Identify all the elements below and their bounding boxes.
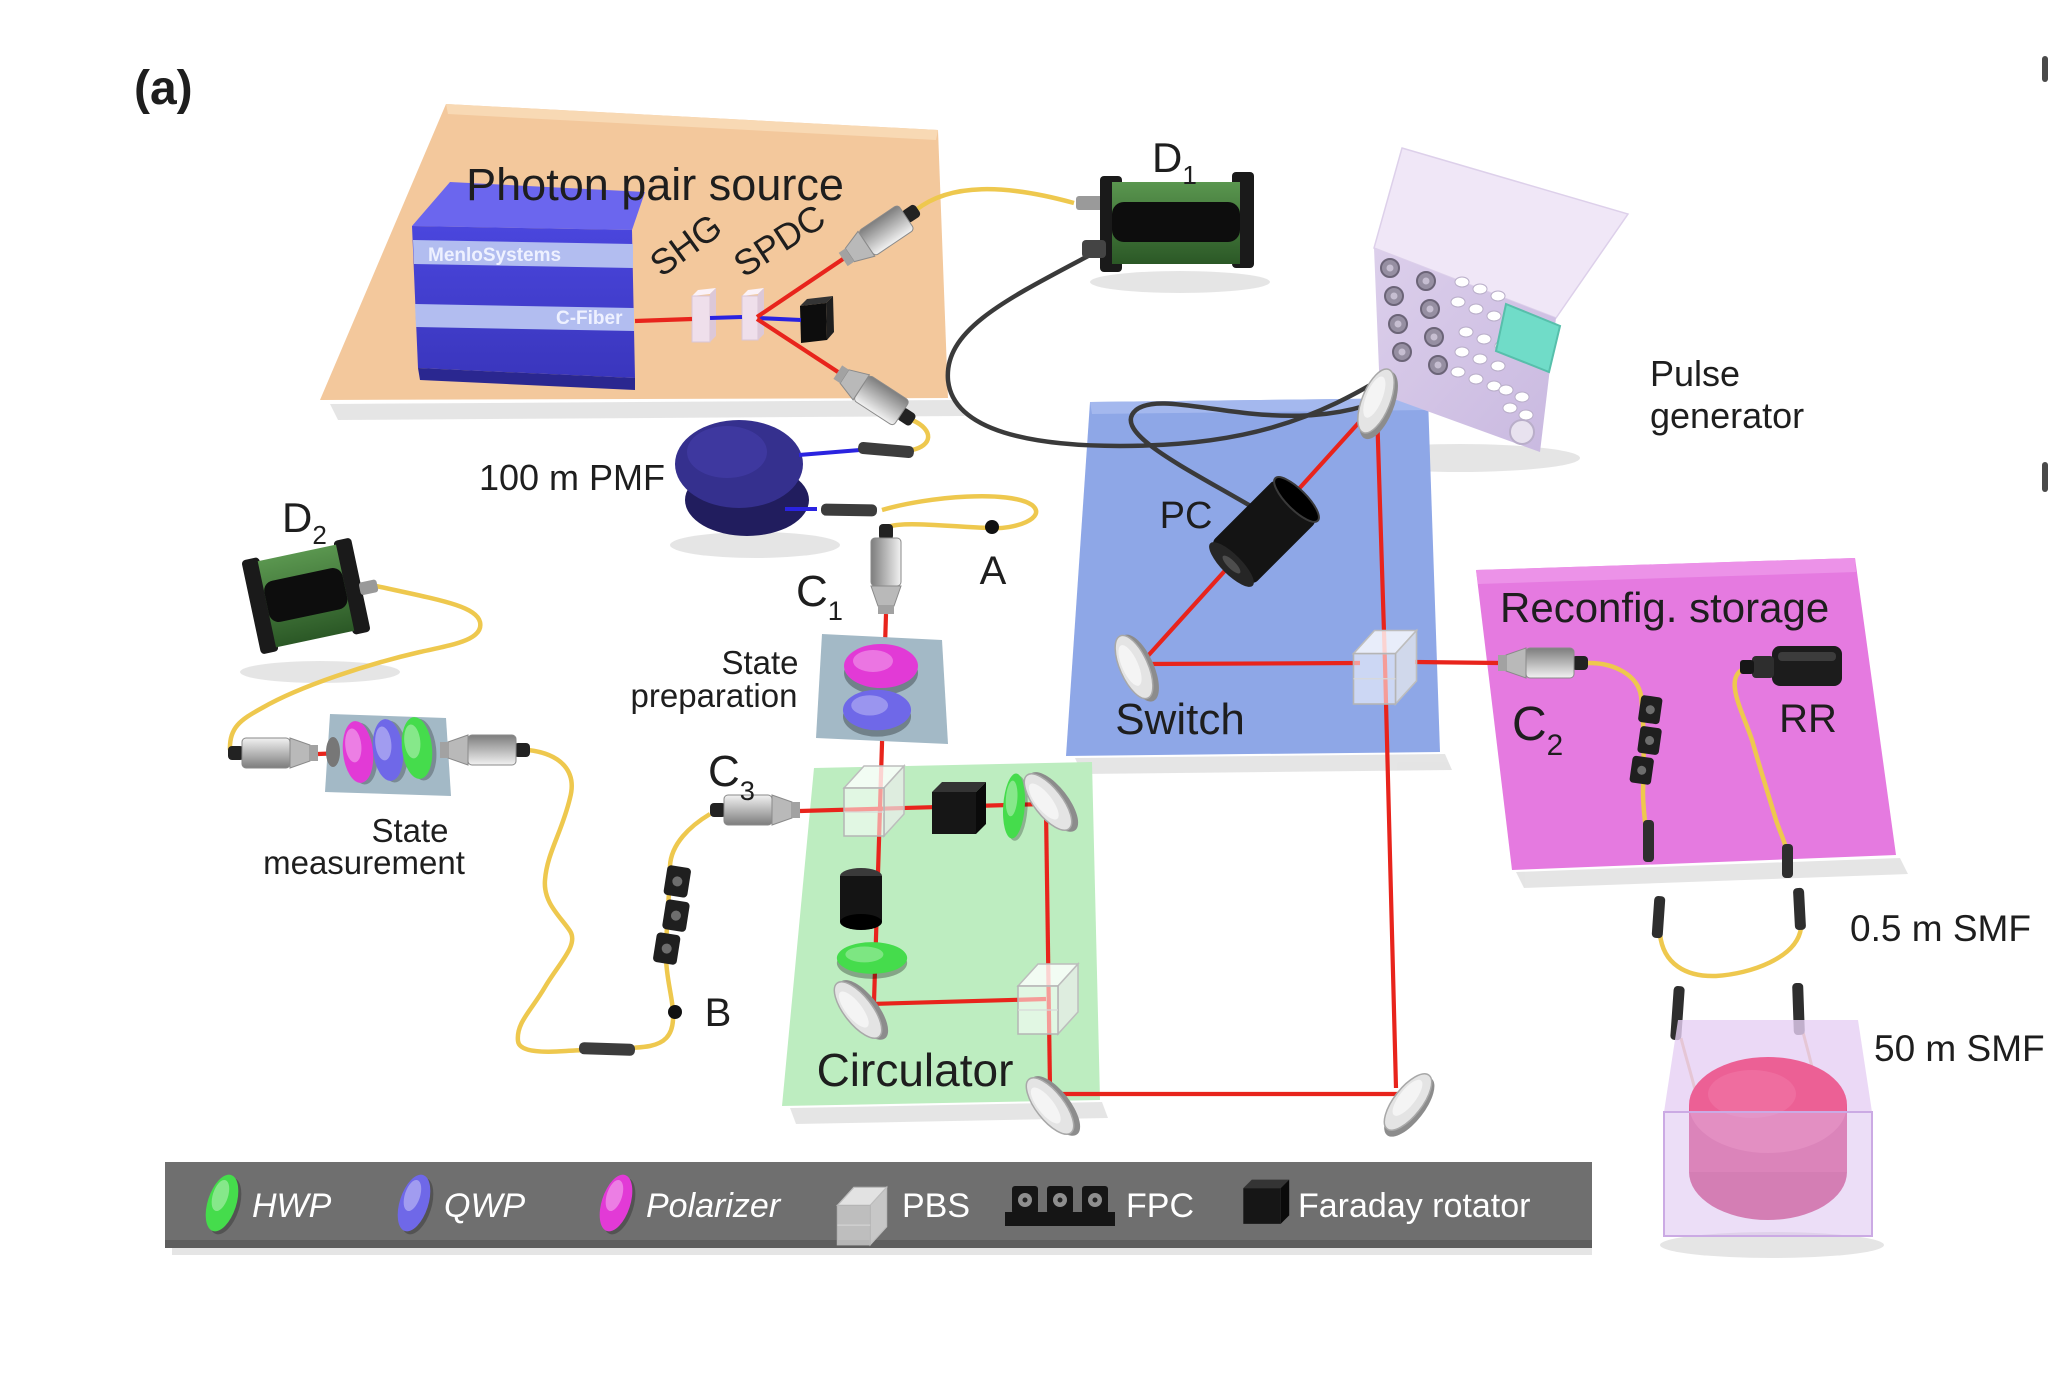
fiber-connector (1643, 820, 1806, 1041)
pulse-generator (1373, 147, 1630, 452)
legend-hwp-label: HWP (252, 1187, 332, 1225)
polarizer-disk (844, 644, 918, 695)
legend-polarizer-label: Polarizer (646, 1187, 782, 1225)
reconfig-storage-title: Reconfig. storage (1500, 584, 1829, 631)
retroreflector-rr (1740, 646, 1842, 686)
pmf-label: 100 m PMF (479, 457, 665, 498)
state-preparation-label-line1: State (721, 644, 798, 681)
state-preparation-label-line2: preparation (631, 677, 798, 714)
d2-label: D2 (282, 494, 327, 550)
c2-label: C2 (1512, 698, 1563, 762)
legend-fpc-label: FPC (1126, 1187, 1194, 1225)
detector-d1 (1076, 172, 1254, 272)
pulse-generator-label-line1: Pulse (1650, 353, 1740, 394)
pmf-blue-pigtail (785, 448, 861, 511)
smf-short-label: 0.5 m SMF (1850, 908, 2031, 949)
fpc-paddles (652, 864, 696, 966)
c3-label: C3 (708, 747, 755, 806)
collimator-sm-left (227, 737, 319, 769)
point-a-label: A (980, 549, 1007, 593)
pockels-cell (1209, 476, 1320, 587)
faraday-rotator (932, 782, 986, 834)
legend-faraday-label: Faraday rotator (1298, 1187, 1530, 1225)
rr-label: RR (1779, 697, 1837, 741)
legend-faraday-icon (1243, 1179, 1290, 1224)
laser-model-label: C-Fiber (556, 308, 623, 329)
legend-fpc-icon (1005, 1186, 1115, 1226)
figure-panel-label: (a) (134, 62, 193, 115)
aperture-disk (326, 737, 340, 767)
hwp-disk (836, 942, 908, 979)
collimator-sm-right (439, 734, 531, 766)
pulse-generator-screen (1494, 302, 1562, 374)
switch-title: Switch (1115, 695, 1245, 744)
collimator-c1 (870, 523, 902, 615)
point-b-marker (668, 1005, 682, 1019)
detector-d2 (241, 538, 379, 654)
shg-crystal (691, 288, 716, 343)
coax-cable (945, 253, 1402, 510)
legend-qwp-label: QWP (444, 1187, 526, 1225)
legend-bar-edge (165, 1240, 1592, 1248)
laser-brand-label: MenloSystems (428, 245, 561, 266)
circulator-title: Circulator (817, 1044, 1014, 1096)
pc-label: PC (1160, 495, 1213, 537)
edge-artifact (2042, 56, 2048, 492)
reconfig-storage-panel (1476, 558, 1896, 870)
beam-dump (800, 296, 834, 343)
laser-box (412, 182, 645, 390)
qwp-disk (842, 689, 912, 737)
state-measurement-label-line2: measurement (263, 844, 465, 881)
pmf-spool (675, 420, 809, 536)
pulse-generator-knobs (1380, 258, 1448, 375)
spdc-crystal (741, 288, 764, 341)
pulse-generator-dial (1509, 419, 1535, 445)
point-b-label: B (705, 991, 732, 1035)
faraday-rotator-vertical (840, 868, 882, 930)
state-measurement-label-line1: State (371, 812, 448, 849)
d1-label: D1 (1152, 134, 1197, 190)
point-a-marker (985, 520, 999, 534)
c1-label: C1 (796, 567, 843, 626)
legend-pbs-label: PBS (902, 1187, 970, 1225)
pulse-generator-label-line2: generator (1650, 395, 1804, 436)
blue-beam-path (709, 315, 802, 322)
mirror (1372, 1065, 1445, 1146)
smf-long-label: 50 m SMF (1874, 1028, 2045, 1069)
smf-spool-box-front (1663, 1111, 1873, 1237)
source-title: Photon pair source (466, 159, 844, 210)
collimator-c3 (709, 794, 801, 826)
